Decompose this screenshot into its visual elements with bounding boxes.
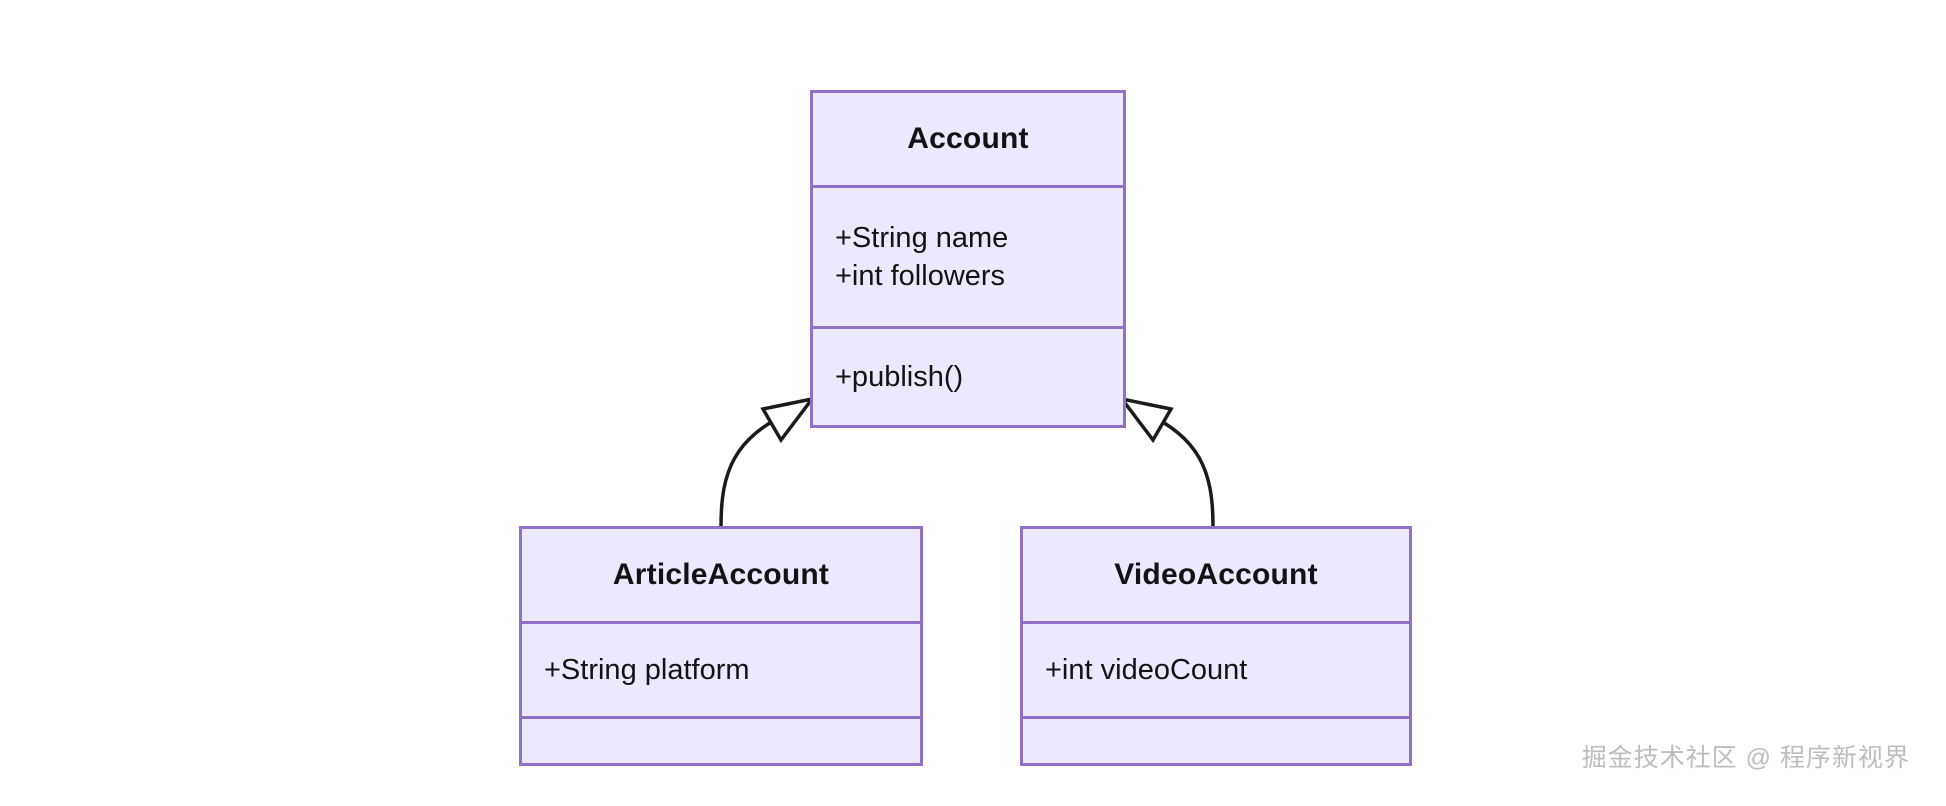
class-operations-account: +publish() (813, 328, 1123, 425)
hollow-triangle-arrowhead-video (1117, 396, 1174, 444)
generalization-video-to-account (1117, 396, 1215, 528)
class-box-video-account[interactable]: VideoAccount +int videoCount (1020, 526, 1412, 766)
class-box-article-account[interactable]: ArticleAccount +String platform (519, 526, 923, 766)
class-name-article-account: ArticleAccount (522, 529, 920, 624)
class-operations-article-account (522, 718, 920, 764)
class-box-account[interactable]: Account +String name +int followers +pub… (810, 90, 1126, 428)
class-name-video-account: VideoAccount (1023, 529, 1409, 624)
generalization-article-to-account (719, 396, 817, 528)
class-name-account: Account (813, 93, 1123, 189)
attribute-item: +String platform (544, 653, 750, 686)
attribute-item: +String name (835, 221, 1009, 254)
class-attributes-video-account: +int videoCount (1023, 623, 1409, 719)
attribute-item: +int followers (835, 260, 1006, 293)
watermark-text: 掘金技术社区 @ 程序新视界 (1581, 744, 1910, 772)
attribute-item: +int videoCount (1045, 653, 1248, 686)
hollow-triangle-arrowhead-article (760, 396, 817, 444)
class-attributes-account: +String name +int followers (813, 188, 1123, 329)
class-attributes-article-account: +String platform (522, 623, 920, 719)
class-operations-video-account (1023, 718, 1409, 764)
operation-item: +publish() (835, 360, 964, 393)
